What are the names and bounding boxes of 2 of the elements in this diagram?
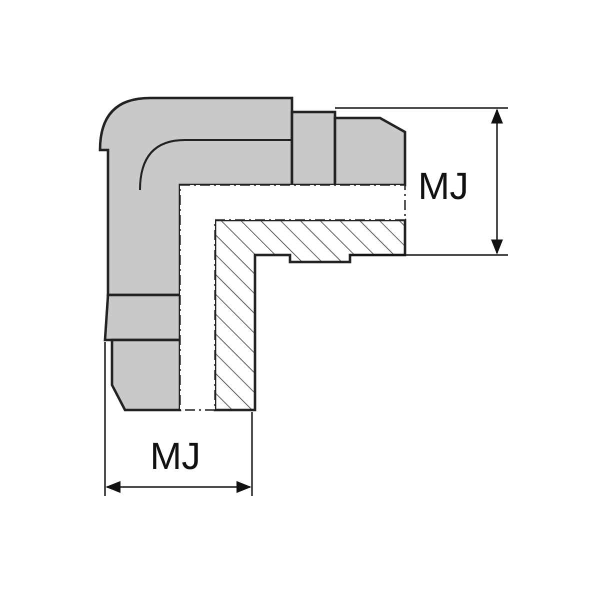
dimension-label: MJ — [150, 438, 201, 476]
dimension-label: MJ — [418, 168, 469, 206]
